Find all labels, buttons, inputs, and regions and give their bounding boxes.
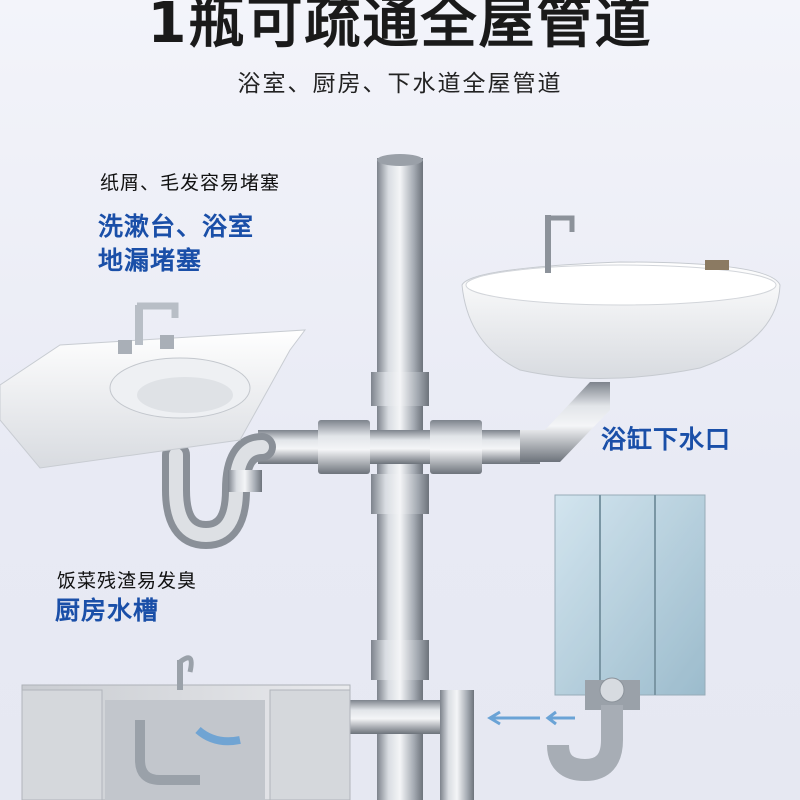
kitchen-title: 厨房水槽 [55,596,160,625]
kitchen-note: 饭菜残渣易发臭 [57,570,198,592]
kitchen-cabinet [21,655,351,800]
washbasin-title-line1: 洗漱台、浴室 [98,212,255,241]
washbasin-note: 纸屑、毛发容易堵塞 [100,172,281,194]
page-subtitle: 浴室、厨房、下水道全屋管道 [237,71,563,97]
washbasin-title-line2: 地漏堵塞 [98,246,203,275]
page-title: 1瓶可疏通全屋管道 [147,0,653,56]
lower-offset-pipe [350,690,474,800]
bathtub-title: 浴缸下水口 [601,425,732,454]
flow-arrows [487,710,575,726]
bathtub [461,215,781,379]
bathtub-drain-pipe [520,382,610,462]
main-vertical-pipe [371,154,429,800]
shower-enclosure [547,494,706,782]
washbasin-s-trap [162,433,276,550]
tee-joint [258,420,540,474]
washbasin [0,302,307,469]
